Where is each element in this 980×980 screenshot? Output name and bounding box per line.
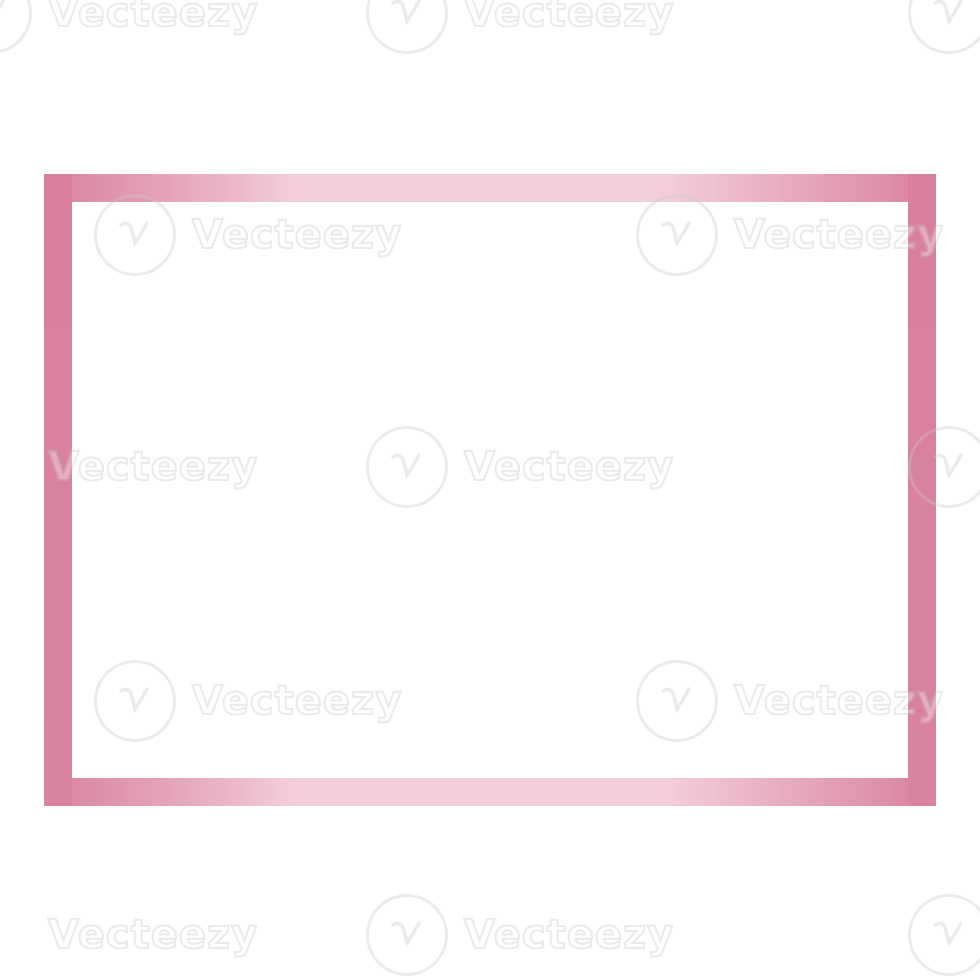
watermark <box>908 894 980 976</box>
watermark: Vecteezy <box>366 0 674 54</box>
watermark-text: Vecteezy <box>463 0 675 37</box>
pink-rectangle-frame <box>44 174 936 806</box>
frame-right-edge <box>908 174 936 806</box>
watermark: Vecteezy <box>0 894 258 976</box>
frame-left-edge <box>44 174 72 806</box>
vecteezy-logo-icon <box>908 894 980 976</box>
vecteezy-logo-icon <box>908 0 980 54</box>
watermark: Vecteezy <box>0 0 258 54</box>
vecteezy-logo-icon <box>366 894 448 976</box>
watermark-text: Vecteezy <box>463 911 675 959</box>
watermark-text: Vecteezy <box>47 911 259 959</box>
frame-top-edge <box>44 174 936 202</box>
vecteezy-logo-icon <box>0 0 32 54</box>
vecteezy-logo-icon <box>366 0 448 54</box>
watermark-text: Vecteezy <box>47 0 259 37</box>
watermark: Vecteezy <box>366 894 674 976</box>
frame-bottom-edge <box>44 778 936 806</box>
watermark <box>908 0 980 54</box>
